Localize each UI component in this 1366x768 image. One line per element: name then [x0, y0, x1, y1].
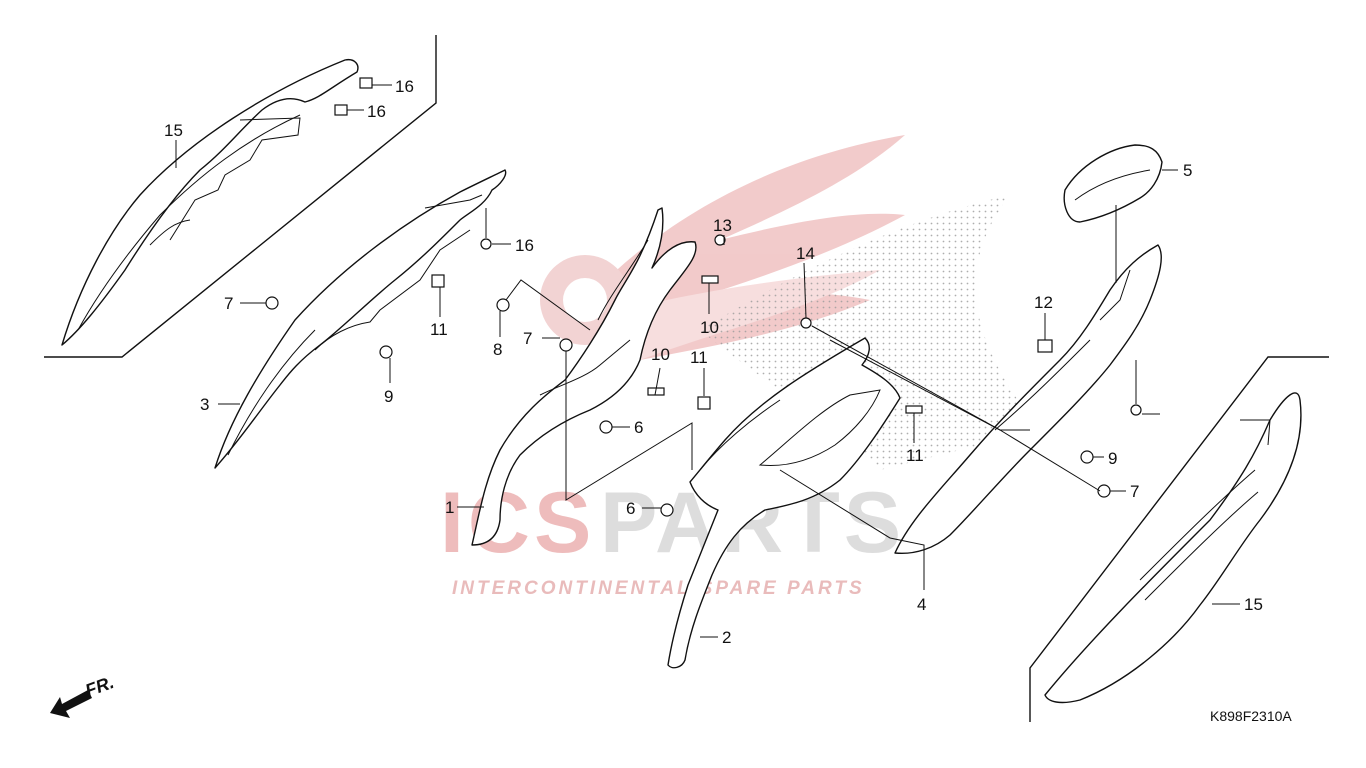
callout-13: 15: [164, 121, 183, 140]
part-4-side-cover: [894, 244, 1162, 555]
bolt-9a-icon: [379, 345, 393, 359]
callout-12: 14: [796, 244, 815, 263]
callout-7: 7: [1130, 482, 1139, 501]
clip-10a-icon: [701, 275, 719, 284]
frame-upper-left: [44, 35, 437, 358]
diagram-code: K898F2310A: [1210, 708, 1292, 724]
callout-6: 6: [634, 418, 643, 437]
callout-14: 15: [1244, 595, 1263, 614]
screw-8-icon: [496, 298, 510, 312]
callout-6: 6: [626, 499, 635, 518]
screw-16a-icon: [480, 238, 492, 250]
part-2-inner-cover: [667, 337, 901, 669]
clip-15b-icon: [334, 104, 348, 116]
callout-11: 11: [430, 320, 448, 339]
arrow-left-icon: [50, 690, 92, 718]
callout-5: 5: [1183, 161, 1192, 180]
direction-label: FR.: [83, 672, 117, 701]
clip-11b-icon: [697, 396, 711, 410]
screw-12b-icon: [800, 317, 812, 329]
callout-9: 9: [384, 387, 393, 406]
callout-3: 3: [200, 395, 209, 414]
frame-lower-right: [1029, 356, 1329, 722]
clip-10c-icon: [905, 405, 923, 414]
clip-11c-icon: [1037, 339, 1053, 353]
callout-7: 7: [224, 294, 233, 313]
clip-11a-icon: [431, 274, 445, 288]
callout-4: 4: [917, 595, 926, 614]
screw-12a-icon: [714, 234, 726, 246]
callout-1: 1: [445, 498, 454, 517]
screw-16b-icon: [1130, 404, 1142, 416]
front-direction-indicator: FR.: [50, 672, 117, 718]
leader-lines: [175, 84, 1240, 638]
callout-10: 10: [651, 345, 670, 364]
part-3-side-cover: [214, 169, 507, 469]
callouts: 16 16 15 16 7 11 9 3 8 7 6 1 6 13 10 10 …: [164, 77, 1263, 647]
callout-15: 16: [395, 77, 414, 96]
part-5-cap: [1063, 144, 1163, 223]
clip-15a-icon: [359, 77, 373, 89]
callout-16: 16: [515, 236, 534, 255]
callout-10: 10: [700, 318, 719, 337]
callout-8: 8: [493, 340, 502, 359]
callout-15: 16: [367, 102, 386, 121]
screw-7a-icon: [265, 296, 279, 310]
callout-7: 7: [523, 329, 532, 348]
grommet-6b-icon: [660, 503, 674, 517]
watermark-brand-left: ICS: [440, 475, 595, 571]
dotted-wing-pattern: [700, 195, 1040, 470]
callout-11: 11: [690, 348, 708, 367]
watermark-tagline: INTERCONTINENTAL SPARE PARTS: [452, 578, 865, 599]
callout-12: 13: [713, 216, 732, 235]
screw-7b-icon: [559, 338, 573, 352]
bolt-9b-icon: [1080, 450, 1094, 464]
part-1-inner-cover: [471, 207, 697, 546]
part-14-side-cover: [1044, 392, 1302, 704]
callout-2: 2: [722, 628, 731, 647]
part-13-side-cover: [61, 58, 359, 346]
callout-9: 9: [1108, 449, 1117, 468]
callout-10: 11: [906, 446, 924, 465]
callout-11: 12: [1034, 293, 1053, 312]
grommet-6a-icon: [599, 420, 613, 434]
